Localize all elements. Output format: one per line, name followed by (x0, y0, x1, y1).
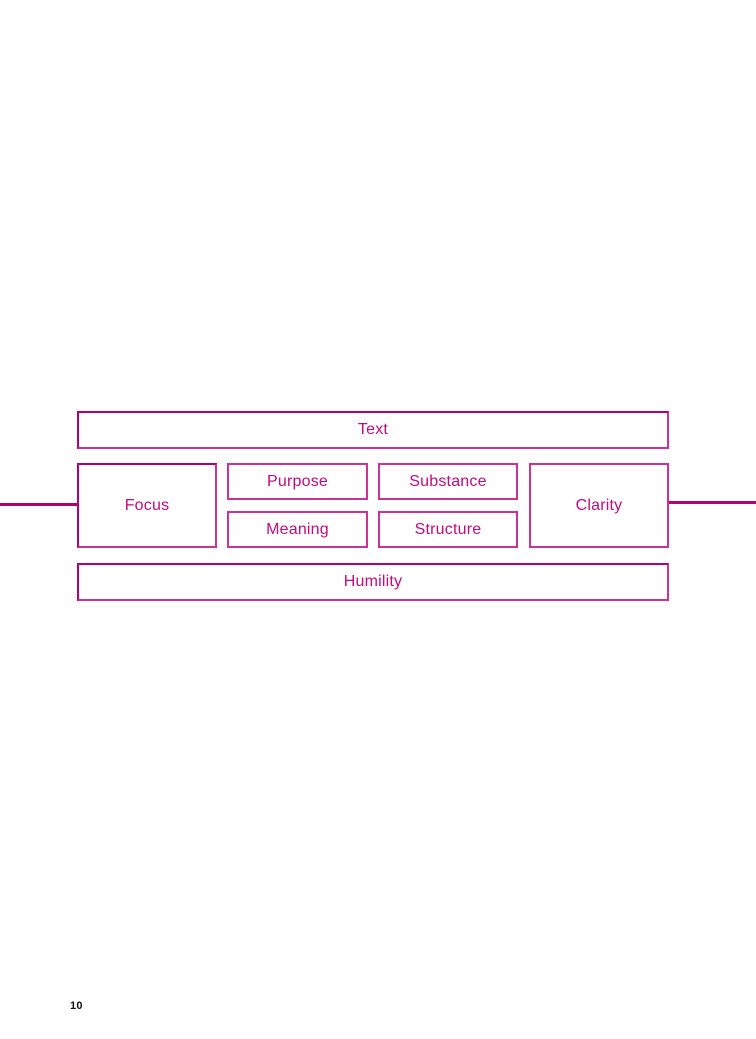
diagram-box-meaning-label: Meaning (266, 520, 329, 538)
diagram-box-structure-label: Structure (414, 520, 482, 538)
diagram-box-humility-label: Humility (343, 573, 403, 590)
diagram-box-clarity: Clarity (529, 463, 669, 548)
diagram-box-focus: Focus (77, 463, 217, 548)
diagram-box-substance: Substance (378, 463, 518, 500)
diagram-box-substance-label: Substance (409, 472, 487, 490)
diagram-box-meaning: Meaning (227, 511, 368, 548)
diagram-box-purpose: Purpose (227, 463, 368, 500)
left-connector-line (0, 503, 78, 506)
diagram-box-text: Text (77, 411, 669, 449)
diagram-box-clarity-label: Clarity (575, 496, 623, 514)
diagram-box-humility: Humility (77, 563, 669, 601)
diagram-box-structure: Structure (378, 511, 518, 548)
right-connector-line (668, 501, 756, 504)
diagram-box-text-label: Text (357, 421, 389, 438)
diagram-box-purpose-label: Purpose (267, 472, 328, 490)
diagram-box-focus-label: Focus (124, 496, 170, 514)
page-number: 10 (70, 1000, 83, 1012)
